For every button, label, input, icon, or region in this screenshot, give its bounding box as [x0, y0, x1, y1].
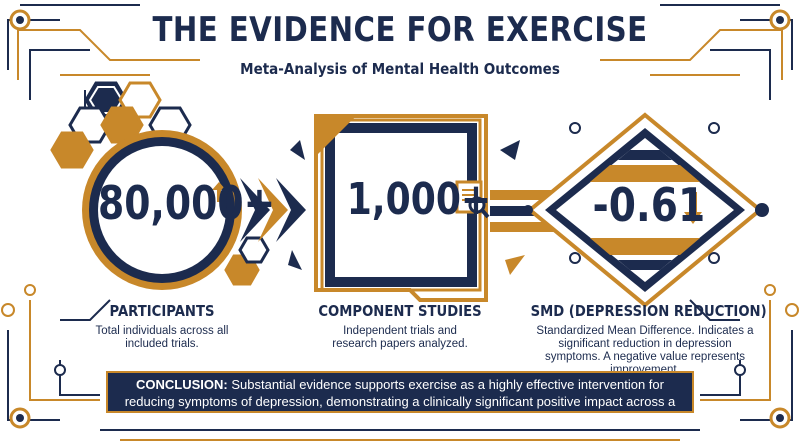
smd-label: SMD (DEPRESSION REDUCTION) [530, 302, 767, 320]
studies-description: Independent trials and research papers a… [332, 325, 468, 350]
page-subtitle: Meta-Analysis of Mental Health Outcomes [240, 60, 560, 78]
participants-value: 80,000+ [98, 176, 276, 230]
smd-diamond [523, 112, 769, 308]
studies-label: COMPONENT STUDIES [318, 302, 482, 320]
page-title: THE EVIDENCE FOR EXERCISE [152, 10, 648, 50]
corner-line [7, 19, 60, 70]
smd-description: Standardized Mean Difference. Indicates … [536, 325, 754, 376]
hexagon-cluster [50, 81, 270, 286]
corner-nodes [1, 9, 799, 429]
conclusion-label: CONCLUSION: [136, 377, 228, 392]
conclusion-text: Substantial evidence supports exercise a… [124, 377, 676, 426]
participants-description: Total individuals across all included tr… [95, 325, 229, 350]
document-search-icon [455, 180, 490, 219]
chevrons-left [240, 140, 306, 270]
conclusion-box: CONCLUSION: Substantial evidence support… [106, 371, 694, 426]
studies-value: 1,000+ [346, 174, 492, 225]
smd-value: -0.61 [592, 178, 706, 232]
participants-label: PARTICIPANTS [109, 302, 215, 320]
arrow-down-icon [684, 192, 702, 224]
arrow-up-icon [212, 182, 226, 202]
